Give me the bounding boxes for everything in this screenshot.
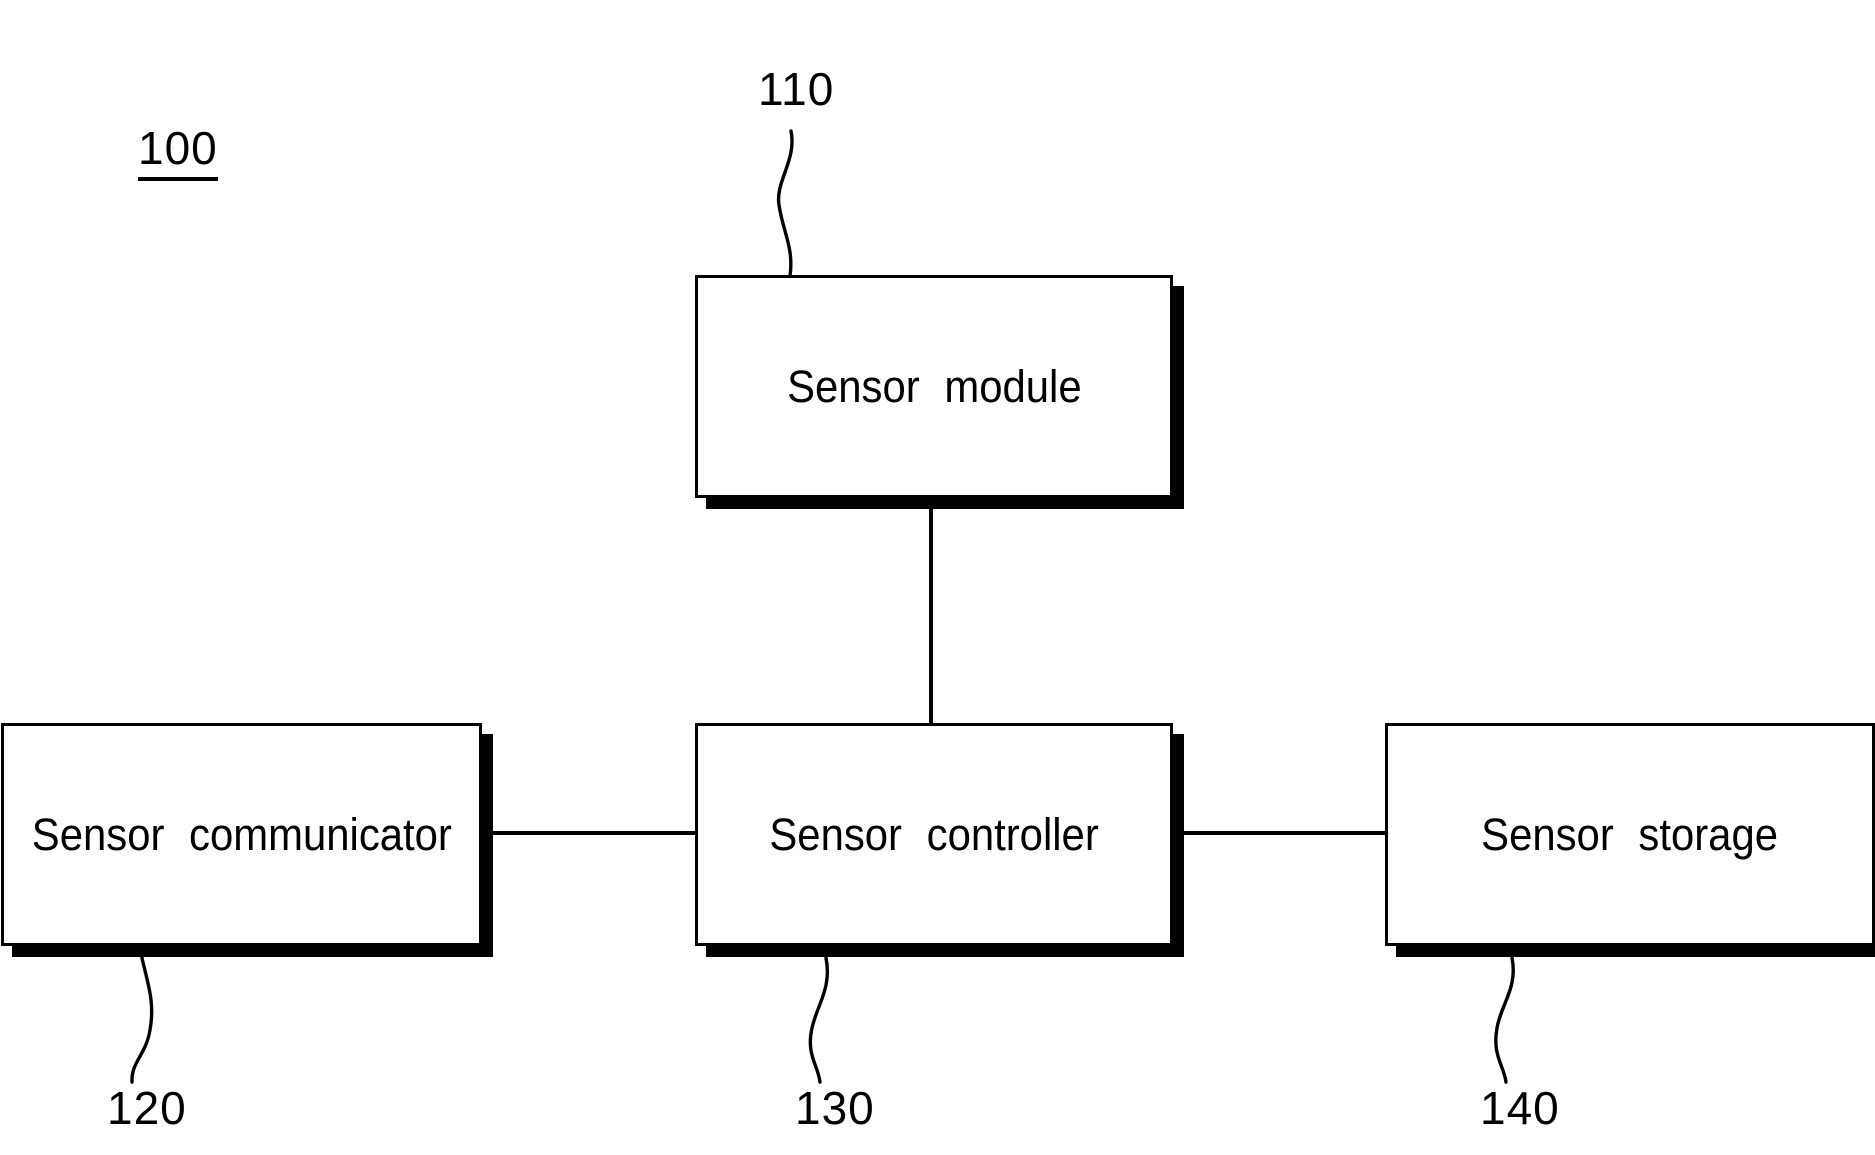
ref-numeral-120: 120 [107,1082,187,1134]
ref-numeral-140: 140 [1480,1082,1560,1134]
block-sensor-communicator[interactable]: Sensor communicator [1,723,482,946]
block-sensor-module[interactable]: Sensor module [695,275,1173,498]
leader-line-130 [808,956,829,1084]
ref-numeral-110: 110 [758,63,835,115]
block-sensor-storage[interactable]: Sensor storage [1385,723,1875,946]
block-label-sensor-storage: Sensor storage [1481,808,1779,860]
block-sensor-controller[interactable]: Sensor controller [695,723,1173,946]
ref-numeral-100: 100 [138,125,218,181]
block-label-sensor-controller: Sensor controller [769,808,1099,860]
block-label-sensor-communicator: Sensor communicator [31,808,452,860]
connector-module-to-controller [929,497,933,725]
leader-line-140 [1494,956,1515,1084]
block-label-sensor-module: Sensor module [786,360,1082,412]
ref-numeral-130: 130 [795,1082,875,1134]
leader-line-120 [130,956,154,1084]
leader-line-110 [776,129,794,278]
connector-communicator-to-controller [492,831,698,835]
connector-controller-to-storage [1172,831,1385,835]
